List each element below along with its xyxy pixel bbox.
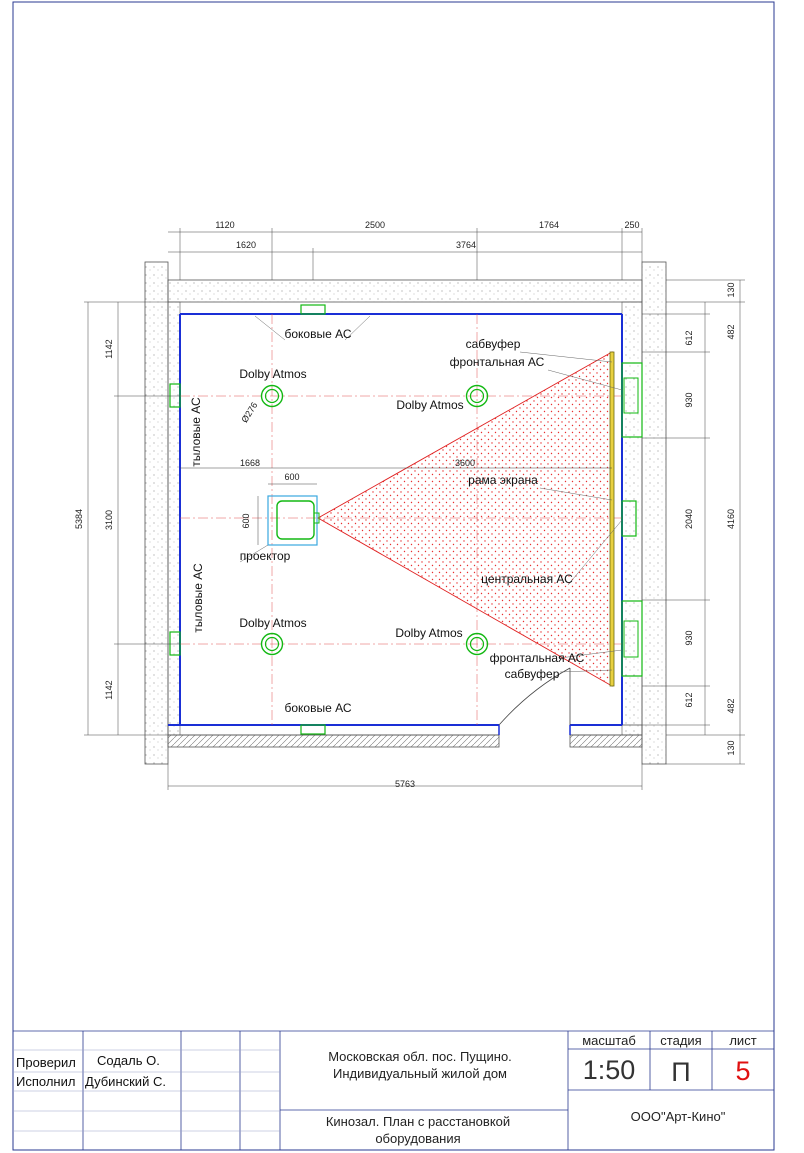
dim-top-2500: 2500: [365, 220, 385, 230]
equipment-labels: боковые АС боковые АС тыловые АС тыловые…: [189, 327, 585, 715]
projector: [267, 495, 320, 546]
dim-top-250: 250: [624, 220, 639, 230]
stage-label: стадия: [660, 1033, 701, 1048]
dim-right-130-top: 130: [726, 282, 736, 297]
dim-right-930-bottom: 930: [684, 630, 694, 645]
sheet-title-line-2: оборудования: [375, 1131, 460, 1146]
dim-right-482-top: 482: [726, 324, 736, 339]
label-atmos-bl: Dolby Atmos: [239, 616, 306, 630]
dolby-atmos-speaker-bl: [260, 632, 284, 656]
sheet-frame: [12, 1, 775, 1151]
label-projector: проектор: [240, 549, 291, 563]
sheet-title-line-1: Кинозал. План с расстановкой: [326, 1114, 510, 1129]
made-by-label: Исполнил: [16, 1074, 75, 1089]
project-address: Московская обл. пос. Пущино.: [328, 1049, 512, 1064]
checked-by-name: Содаль О.: [97, 1053, 160, 1068]
dim-right-930-top: 930: [684, 392, 694, 407]
label-screen-frame: рама экрана: [468, 473, 538, 487]
dim-right-130-bottom: 130: [726, 740, 736, 755]
project-object: Индивидуальный жилой дом: [333, 1066, 507, 1081]
center-speaker: [621, 500, 637, 537]
label-atmos-tr: Dolby Atmos: [396, 398, 463, 412]
dim-inner-1668: 1668: [240, 458, 260, 468]
front-speaker-top: [621, 362, 643, 438]
dim-right-612-top: 612: [684, 330, 694, 345]
scale-label: масштаб: [582, 1033, 636, 1048]
dim-projector-width: 600: [284, 472, 299, 482]
rear-speaker-top: [169, 383, 181, 408]
sheet-number: 5: [735, 1056, 750, 1086]
rear-speaker-bottom: [169, 631, 181, 656]
company-name: ООО"Арт-Кино": [631, 1109, 726, 1124]
dim-top-1620: 1620: [236, 240, 256, 250]
dolby-atmos-speaker-tr: [465, 384, 489, 408]
dim-diameter: Ø276: [239, 400, 259, 424]
scale-value: 1:50: [583, 1055, 636, 1085]
label-side-speakers-bottom: боковые АС: [284, 701, 351, 715]
dimension-lines: [84, 228, 745, 790]
label-atmos-br: Dolby Atmos: [395, 626, 462, 640]
projection-cone: [317, 351, 613, 687]
label-subwoofer-bottom: сабвуфер: [505, 667, 560, 681]
label-front-speaker-bottom: фронтальная АС: [490, 651, 585, 665]
label-atmos-tl: Dolby Atmos: [239, 367, 306, 381]
dim-left-1142-bottom: 1142: [104, 680, 114, 699]
side-speaker-top: [300, 304, 326, 315]
dim-top-3764: 3764: [456, 240, 476, 250]
dim-top-1764: 1764: [539, 220, 559, 230]
dim-right-4160: 4160: [726, 509, 736, 529]
label-front-speaker-top: фронтальная АС: [450, 355, 545, 369]
dimension-texts: 1120 2500 1764 250 1620 3764 5384 1142 3…: [74, 220, 736, 789]
stage-value: П: [671, 1057, 690, 1087]
title-block: Проверил Содаль О. Исполнил Дубинский С.…: [13, 1030, 774, 1150]
dolby-atmos-speaker-tl: [260, 384, 284, 408]
leader-lines: [239, 315, 623, 673]
label-rear-speakers-bottom: тыловые АС: [191, 563, 205, 633]
front-speaker-bottom: [621, 600, 643, 677]
dim-left-3100: 3100: [104, 510, 114, 530]
label-rear-speakers-top: тыловые АС: [189, 397, 203, 467]
dim-left-5384: 5384: [74, 509, 84, 529]
dim-top-1120: 1120: [215, 220, 234, 230]
dim-projector-depth: 600: [241, 513, 251, 528]
screen-frame: [609, 351, 615, 687]
dim-right-612-bottom: 612: [684, 692, 694, 707]
checked-by-label: Проверил: [16, 1055, 76, 1070]
made-by-name: Дубинский С.: [85, 1074, 166, 1089]
side-speaker-bottom: [300, 724, 326, 735]
sheet-label: лист: [729, 1033, 756, 1048]
dim-bottom-5763: 5763: [395, 779, 415, 789]
dolby-atmos-speaker-br: [465, 632, 489, 656]
dim-right-482-bottom: 482: [726, 698, 736, 713]
label-side-speakers-top: боковые АС: [284, 327, 351, 341]
walls: [144, 261, 667, 765]
label-subwoofer-top: сабвуфер: [466, 337, 521, 351]
label-center-speaker: центральная АС: [481, 572, 573, 586]
dim-right-2040: 2040: [684, 509, 694, 529]
dim-left-1142-top: 1142: [104, 339, 114, 358]
dim-inner-3600: 3600: [455, 458, 475, 468]
